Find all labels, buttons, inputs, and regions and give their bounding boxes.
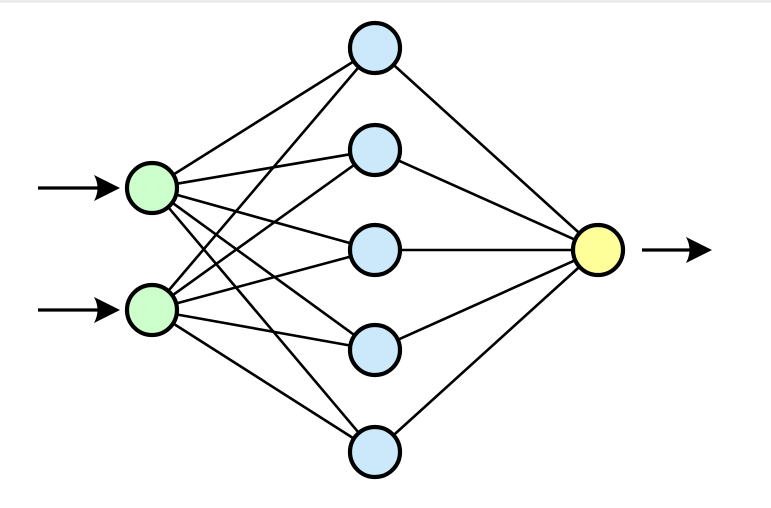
- edge-input-1-to-hidden-2: [174, 152, 353, 186]
- node-hidden-4[interactable]: [347, 322, 403, 378]
- top-edge-strip: [0, 0, 771, 3]
- edge-input-2-to-hidden-5: [170, 321, 357, 441]
- node-hidden-1[interactable]: [347, 20, 403, 76]
- node-hidden-2[interactable]: [347, 122, 403, 178]
- edge-input-1-to-hidden-4: [170, 200, 357, 338]
- edge-hidden-4-to-output-1: [395, 258, 578, 342]
- nodes-group: [124, 20, 626, 480]
- edge-hidden-2-to-output-1: [395, 158, 578, 242]
- edge-input-1-to-hidden-1: [171, 59, 356, 177]
- edge-hidden-1-to-output-1: [391, 62, 582, 236]
- input-arrow-1-head: [94, 175, 120, 201]
- arrows-group: [38, 175, 712, 323]
- input-arrow-2: [38, 297, 120, 323]
- edge-input-1-to-hidden-3: [173, 193, 354, 245]
- output-arrow-1-head: [686, 237, 712, 263]
- node-hidden-3[interactable]: [347, 222, 403, 278]
- node-input-2[interactable]: [124, 282, 180, 338]
- edge-input-2-to-hidden-3: [173, 254, 354, 306]
- output-arrow-1: [642, 237, 712, 263]
- edge-input-2-to-hidden-2: [170, 162, 357, 298]
- node-input-1[interactable]: [124, 160, 180, 216]
- edge-hidden-5-to-output-1: [391, 264, 582, 438]
- input-arrow-2-head: [94, 297, 120, 323]
- node-output-1[interactable]: [570, 222, 626, 278]
- edges-group: [166, 59, 582, 441]
- node-hidden-5[interactable]: [347, 424, 403, 480]
- edge-input-2-to-hidden-1: [166, 64, 361, 294]
- edge-input-1-to-hidden-5: [166, 205, 361, 435]
- edge-input-2-to-hidden-4: [174, 312, 353, 348]
- input-arrow-1: [38, 175, 120, 201]
